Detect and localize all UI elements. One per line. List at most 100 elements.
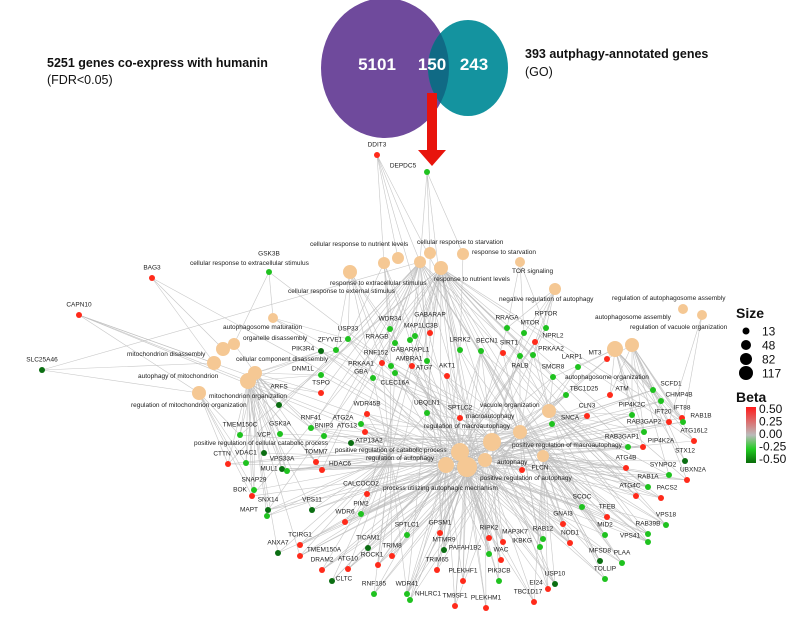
gene-dot [604,356,610,362]
gene-label: ATG16L2 [680,428,708,435]
go-term-label: positive regulation of cellular cataboli… [194,440,329,447]
network-edge [315,267,442,463]
gene-dot [441,547,447,553]
gene-dot [237,432,243,438]
gene-label: ATG13 [337,423,357,430]
network-edge [389,365,392,457]
network-edge [548,410,608,518]
gene-dot [434,567,440,573]
network-edge [506,261,521,329]
go-term-label: vacuole organization [480,402,540,409]
venn-circle-coexpressed [321,0,449,138]
gene-label: CAPN10 [66,302,92,309]
network-edge [349,271,374,379]
gene-label: CTTN [213,451,231,458]
network-edge [534,288,556,343]
gene-label: GSK3A [269,421,291,428]
gene-label: SCFD1 [660,381,682,388]
network-edge [459,253,464,351]
arrow-icon [418,93,446,166]
gene-dot [319,567,325,573]
go-term-circle [457,457,477,477]
gene-dot [424,169,430,175]
venn-left-label: 5251 genes co-express with humanin [47,56,268,70]
gene-label: TOLLIP [594,566,616,573]
gene-dot [560,521,566,527]
network-edge [519,431,629,448]
gene-label: RAB39B [636,521,661,528]
network-edge [542,455,649,543]
network-edge [254,372,288,472]
gene-label: SLC25A46 [26,357,58,364]
network-edge [151,277,224,350]
network-edge [41,362,215,371]
gene-dot [641,429,647,435]
network-edge [440,267,504,354]
legend-size-title: Size [736,305,764,321]
gene-label: VPS33A [270,456,295,463]
network-edge [631,344,686,462]
gene-dot [437,530,443,536]
network-edge [381,267,442,364]
network-edge [426,360,521,433]
venn-right-label: 393 autphagy-annotated genes [525,47,708,61]
gene-dot [498,557,504,563]
network-edge [323,435,391,457]
network-edge [548,410,649,543]
gene-label: CHMP4B [665,392,692,399]
network-edge [552,348,616,378]
gene-label: GABARAPL1 [391,347,430,354]
gene-label: EI24 [529,580,543,587]
network-edge [545,288,556,329]
network-edge [459,446,644,453]
gene-label: PLEKHF1 [449,568,478,575]
venn-diagram: 5101 150 243 5251 genes co-express with … [47,0,708,166]
network-edge [631,344,645,433]
gene-label: SPTLC2 [448,405,473,412]
gene-dot [318,372,324,378]
go-term-circle [192,386,206,400]
network-edge [286,431,521,472]
network-edge [376,154,385,264]
gene-dot [623,465,629,471]
gene-label: SMCR8 [542,364,565,371]
network-edge [502,352,550,412]
gene-label: VPS41 [620,533,641,540]
gene-dot [633,493,639,499]
network-edge [532,354,550,412]
network-edge [466,466,502,561]
gene-dot [504,325,510,331]
gene-dot [486,551,492,557]
network-edge [311,464,447,511]
go-term-label: negative regulation of autophagy [499,296,594,303]
gene-dot [251,487,257,493]
network-edge [445,375,448,466]
gene-label: TFEB [599,504,616,511]
gene-dot [478,348,484,354]
network-edge [426,412,447,466]
network-edge [480,350,550,412]
gene-dot [650,387,656,393]
gene-label: RAB3GAP1 [605,434,640,441]
network-edge [254,372,317,463]
network-edge [519,389,654,433]
network-edge [247,380,313,511]
go-term-circle [414,256,426,268]
gene-label: SPTLC1 [395,522,420,529]
network-edge [323,261,421,437]
go-term-circle [451,443,469,461]
gene-label: WDR6 [335,509,355,516]
gene-label: BAG3 [143,265,161,272]
gene-label: LRRK2 [450,337,471,344]
gene-dot [563,392,569,398]
network-edge [542,455,688,481]
network-edge [383,262,411,341]
gene-label: ROCK1 [361,552,384,559]
gene-label: RAB3GAP2 [627,419,662,426]
network-edge [419,261,431,334]
network-edge [360,261,421,425]
network-edge [542,455,549,590]
gene-dot [550,374,556,380]
go-term-circle [228,338,240,350]
